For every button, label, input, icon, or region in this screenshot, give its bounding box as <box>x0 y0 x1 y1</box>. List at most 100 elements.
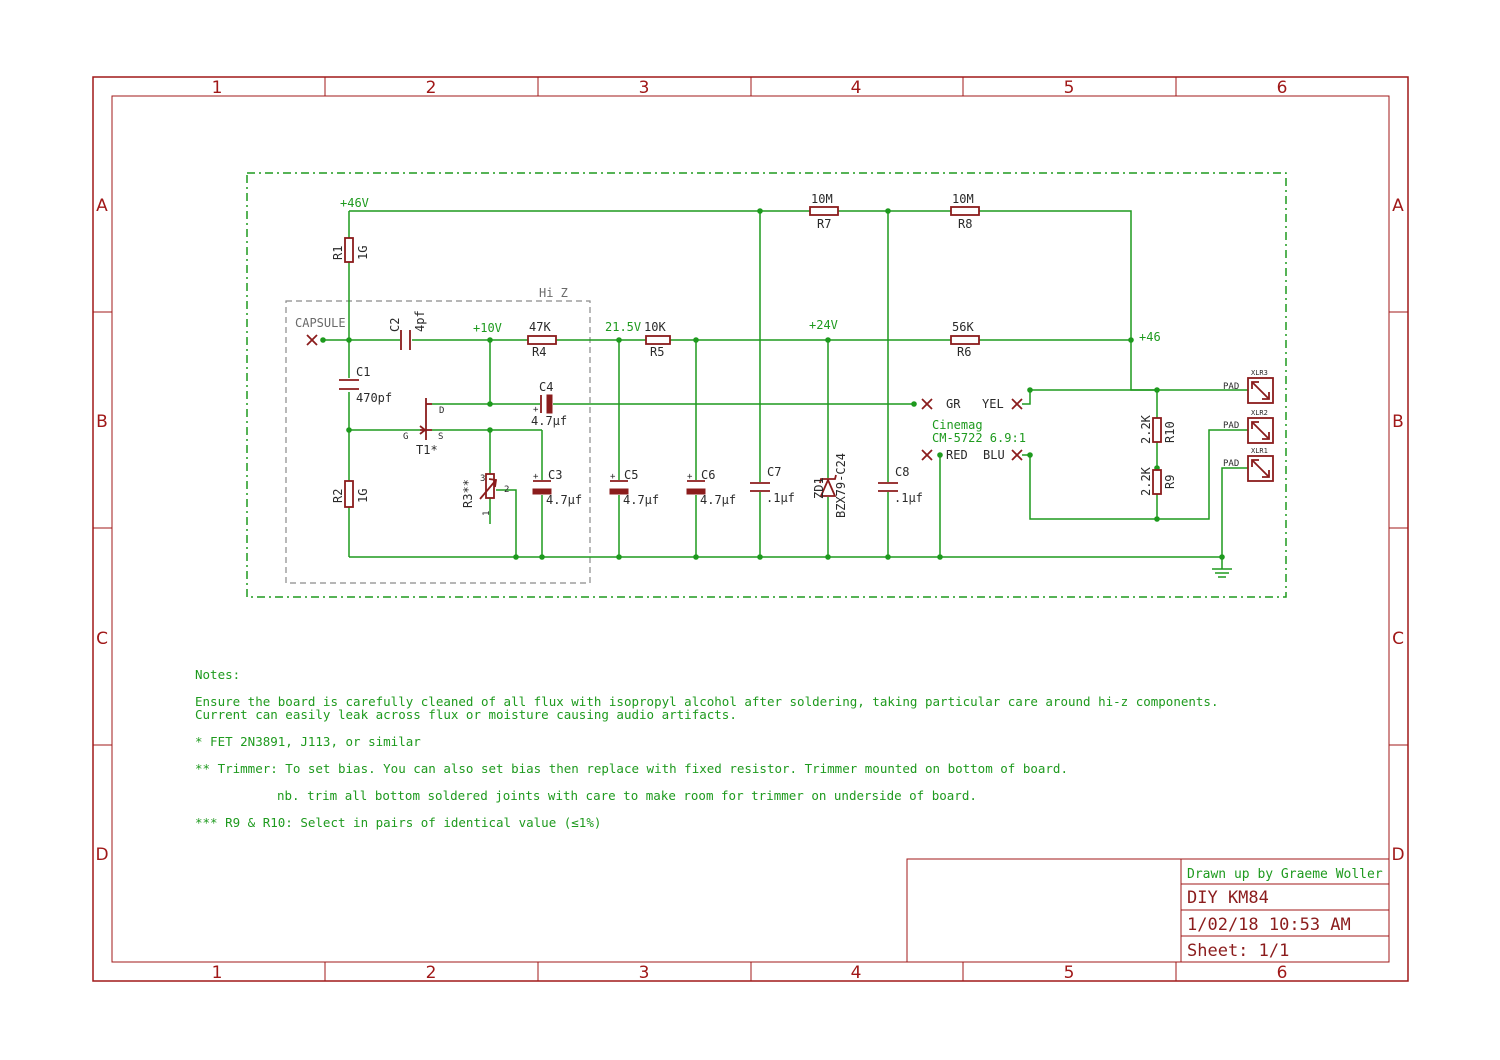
transformer-pin-blu: BLU <box>983 448 1005 462</box>
capacitor-c6: + C6 4.7µf <box>686 468 736 507</box>
capacitor-c2: C2 4pf <box>388 310 427 350</box>
c8-value: .1µf <box>894 491 923 505</box>
c5-value: 4.7µf <box>623 493 659 507</box>
resistor-r4: 47K R4 <box>527 320 557 359</box>
net-label-24v: +24V <box>809 318 838 332</box>
r2-ref: R2 <box>331 489 345 503</box>
board-outline <box>246 172 1287 598</box>
c4-value: 4.7µf <box>531 414 567 428</box>
c1-value: 470pf <box>356 391 392 405</box>
notes-line: Ensure the board is carefully cleaned of… <box>195 694 1219 709</box>
junctions <box>320 208 1225 560</box>
xlr3-pad: PAD XLR3 <box>1223 369 1274 404</box>
t1-pin-s: S <box>438 432 443 442</box>
column-label: 3 <box>639 78 650 98</box>
xlr1-pad: PAD XLR1 <box>1223 447 1274 482</box>
column-label: 1 <box>212 963 223 983</box>
column-label: 6 <box>1277 78 1288 98</box>
c1-ref: C1 <box>356 365 370 379</box>
r10-value: 2.2K <box>1139 414 1153 444</box>
r6-ref: R6 <box>957 345 971 359</box>
notes: Notes: Ensure the board is carefully cle… <box>195 667 1219 830</box>
c4-ref: C4 <box>539 380 553 394</box>
xlr2-pad: PAD XLR2 <box>1223 409 1274 444</box>
capacitor-c3: + C3 4.7µf <box>532 468 582 507</box>
r4-ref: R4 <box>532 345 546 359</box>
row-label: D <box>95 845 108 865</box>
r9-ref: R9 <box>1163 475 1177 489</box>
zener-zd1: ZD1 BZX79-C24 <box>812 453 848 518</box>
r1-value: 1G <box>356 246 370 260</box>
xlr1-pad-label: PAD <box>1223 459 1239 469</box>
trimmer-r3: R3** 3 2 1 <box>461 473 509 516</box>
resistor-r2: R2 1G <box>331 480 370 508</box>
frame-column-labels: 1 2 3 4 5 6 1 2 3 4 5 6 <box>212 78 1288 983</box>
row-label: C <box>1392 629 1404 649</box>
notes-line: Current can easily leak across flux or m… <box>195 707 737 722</box>
title-block: Drawn up by Graeme Woller DIY KM84 1/02/… <box>906 858 1390 963</box>
c4-plus: + <box>533 405 539 415</box>
row-label: A <box>96 196 108 216</box>
drawing-frame <box>92 76 1409 982</box>
c7-value: .1µf <box>766 491 795 505</box>
xlr2-label: XLR2 <box>1251 409 1268 417</box>
row-label: B <box>96 412 108 432</box>
r3-pin2: 2 <box>504 485 509 495</box>
capsule-connector: CAPSULE <box>295 316 346 346</box>
c6-plus: + <box>687 472 693 482</box>
notes-line: * FET 2N3891, J113, or similar <box>195 734 421 749</box>
r5-ref: R5 <box>650 345 664 359</box>
hi-z-region <box>285 300 591 584</box>
column-label: 5 <box>1064 963 1075 983</box>
transformer-model: CM-5722 6.9:1 <box>932 431 1026 445</box>
resistor-r9: 2.2K R9 <box>1139 466 1177 496</box>
r3-pin3: 3 <box>480 474 485 484</box>
r9-value: 2.2K <box>1139 466 1153 496</box>
c2-ref: C2 <box>388 318 402 332</box>
notes-line: *** R9 & R10: Select in pairs of identic… <box>195 815 601 830</box>
column-label: 2 <box>426 963 437 983</box>
c8-ref: C8 <box>895 465 909 479</box>
title-block-drawn-by: Drawn up by Graeme Woller <box>1187 867 1383 882</box>
resistor-r7: 10M R7 <box>809 192 839 231</box>
r3-ref: R3** <box>461 479 475 508</box>
c6-ref: C6 <box>701 468 715 482</box>
r1-ref: R1 <box>331 246 345 260</box>
capacitor-c4: + C4 4.7µf <box>531 380 567 428</box>
net-label-21v: 21.5V <box>605 320 641 334</box>
capacitor-c5: + C5 4.7µf <box>609 468 659 507</box>
t1-pin-d: D <box>439 406 444 416</box>
row-label: B <box>1392 412 1404 432</box>
resistor-r1: R1 1G <box>331 237 370 263</box>
r7-value: 10M <box>811 192 833 206</box>
c2-value: 4pf <box>413 310 427 332</box>
r6-value: 56K <box>952 320 974 334</box>
column-label: 3 <box>639 963 650 983</box>
net-label-46: +46 <box>1139 330 1161 344</box>
net-label-10v: +10V <box>473 321 502 335</box>
r8-value: 10M <box>952 192 974 206</box>
hi-z-label: Hi Z <box>539 286 568 300</box>
column-label: 1 <box>212 78 223 98</box>
t1-ref: T1* <box>416 443 438 457</box>
c5-ref: C5 <box>624 468 638 482</box>
r5-value: 10K <box>644 320 666 334</box>
xlr1-label: XLR1 <box>1251 447 1268 455</box>
zd1-ref: ZD1 <box>812 477 826 499</box>
transformer-cinemag: GR YEL Cinemag CM-5722 6.9:1 RED BLU <box>921 397 1026 462</box>
resistor-r10: 2.2K R10 <box>1139 414 1177 444</box>
capacitor-c1: C1 470pf <box>339 365 392 405</box>
notes-title: Notes: <box>195 667 240 682</box>
r2-value: 1G <box>356 489 370 503</box>
xlr3-label: XLR3 <box>1251 369 1268 377</box>
r4-value: 47K <box>529 320 551 334</box>
zd1-value: BZX79-C24 <box>834 453 848 518</box>
xlr2-pad-label: PAD <box>1223 421 1239 431</box>
resistor-r6: 56K R6 <box>950 320 980 359</box>
net-label-46v: +46V <box>340 196 369 210</box>
transformer-pin-gr: GR <box>946 397 961 411</box>
column-label: 5 <box>1064 78 1075 98</box>
capacitor-c8: C8 .1µf <box>878 465 923 505</box>
c7-ref: C7 <box>767 465 781 479</box>
